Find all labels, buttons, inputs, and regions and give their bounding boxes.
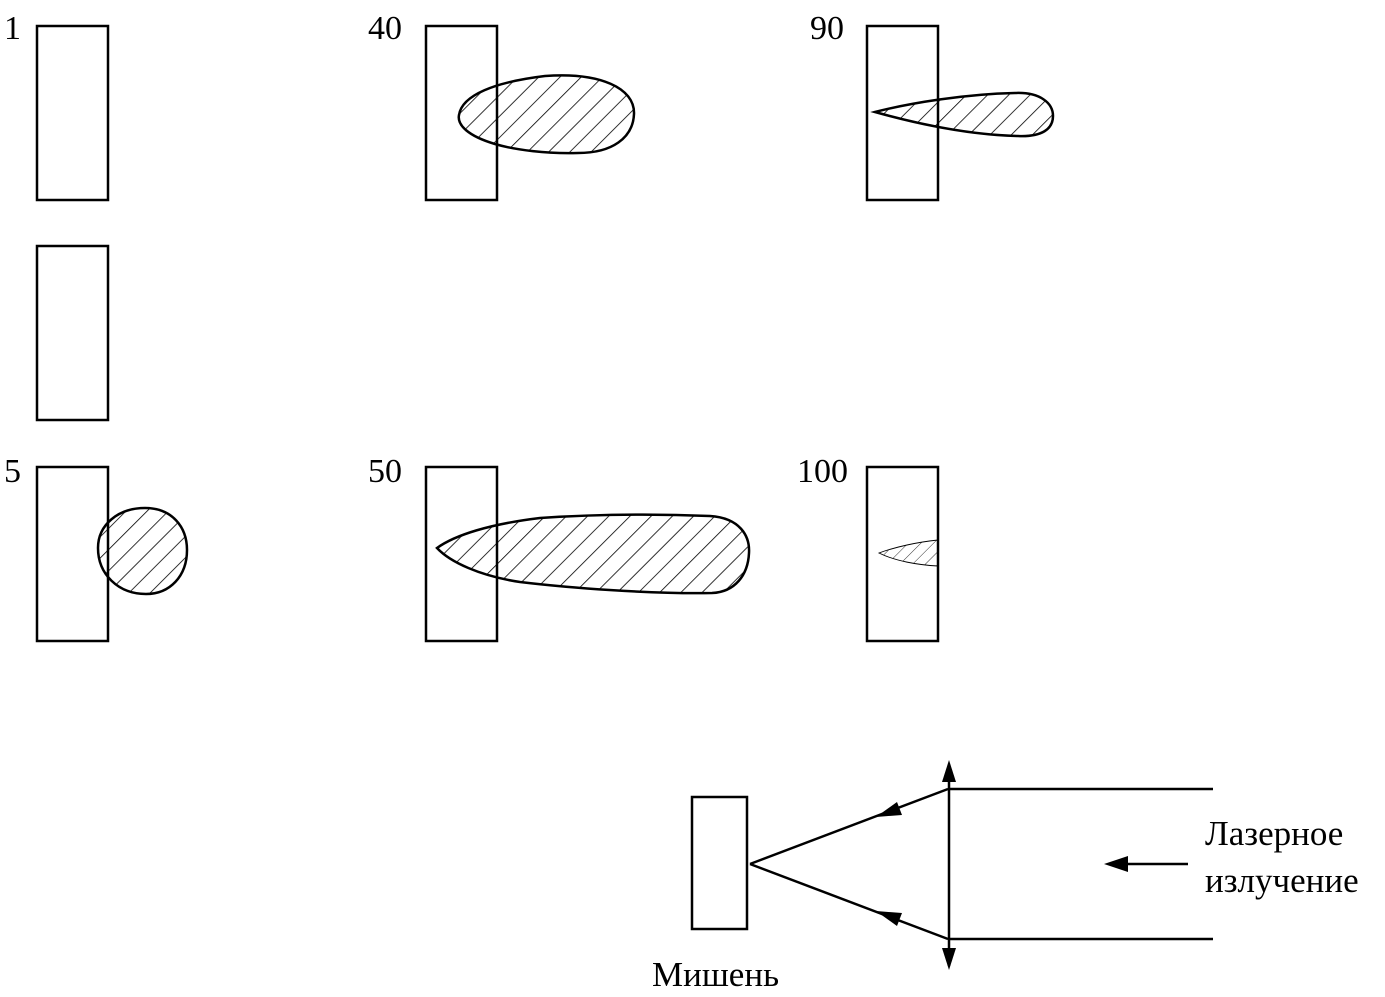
frame-5: 5 (4, 453, 189, 643)
frame-label: 40 (368, 10, 402, 47)
target-rectangle (35, 244, 110, 422)
plume-thin-teardrop (870, 91, 1055, 138)
frame-40: 40 (368, 10, 636, 202)
plume-faint-sliver (877, 539, 939, 567)
focused-ray-bottom (749, 862, 949, 941)
frame-100: 100 (797, 453, 940, 643)
laser-setup: Лазерное излучение Мишень (652, 760, 1359, 994)
lens-arrow-down-icon (942, 948, 956, 970)
plume-round (96, 506, 189, 596)
target-rectangle (424, 24, 499, 202)
lens-arrow-up-icon (942, 760, 956, 782)
ray-arrow-bottom-icon (876, 911, 902, 926)
target-label: Мишень (652, 955, 779, 994)
focused-ray-top (749, 787, 949, 866)
frame-1: 1 (4, 10, 110, 202)
plume-long-teardrop (435, 513, 751, 595)
target-rectangle (865, 24, 940, 202)
target-rectangle (865, 465, 940, 643)
frame-unlabeled (35, 244, 110, 422)
frame-label: 5 (4, 453, 21, 490)
target-rectangle (35, 465, 110, 643)
plume-teardrop (457, 74, 636, 155)
frame-label: 90 (810, 10, 844, 47)
ray-arrow-top-icon (876, 802, 902, 817)
frame-label: 50 (368, 453, 402, 490)
target-rectangle (35, 24, 110, 202)
frame-label: 100 (797, 453, 848, 490)
laser-direction-arrow-icon (1104, 856, 1128, 872)
laser-label-line2: излучение (1205, 861, 1359, 900)
target-rectangle (424, 465, 499, 643)
laser-label-line1: Лазерное (1205, 814, 1343, 853)
target-block (690, 795, 749, 931)
frame-50: 50 (368, 453, 751, 643)
frame-label: 1 (4, 10, 21, 47)
frame-90: 90 (810, 10, 1055, 202)
